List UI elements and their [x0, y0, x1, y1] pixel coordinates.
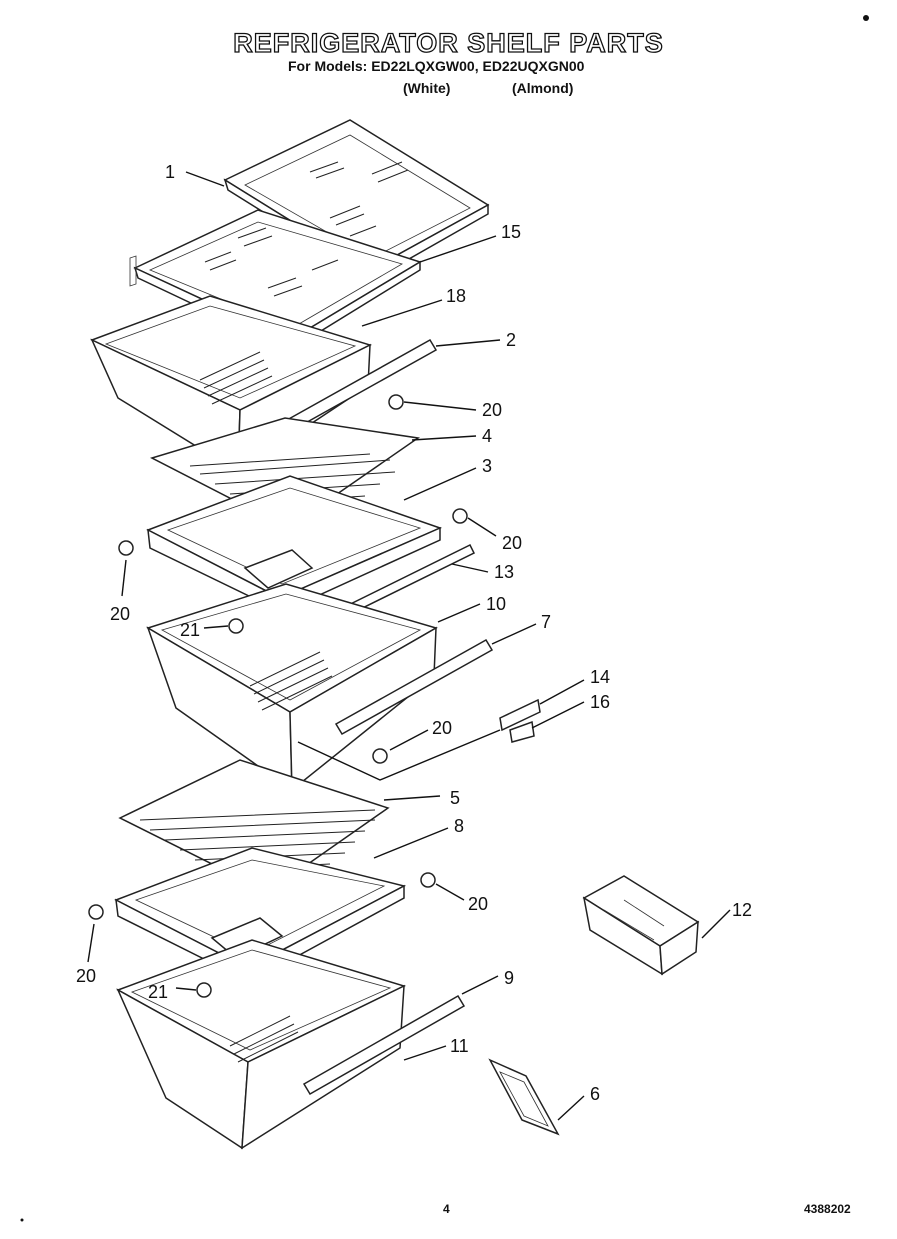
callout-20-d: 20 [432, 718, 452, 738]
part-12-bin [582, 875, 700, 976]
part-6-bracket [488, 1058, 560, 1136]
part-14-16-clips [297, 698, 541, 781]
callout-2: 2 [506, 330, 516, 350]
callout-14: 14 [590, 667, 610, 687]
callout-1: 1 [165, 162, 175, 182]
callout-13: 13 [494, 562, 514, 582]
callout-7: 7 [541, 612, 551, 632]
part-9-handle [302, 994, 466, 1096]
callout-21-a: 21 [180, 620, 200, 640]
callout-21-b: 21 [148, 982, 168, 1002]
scan-mark [20, 1218, 24, 1222]
part-7-handle [334, 638, 494, 736]
callout-6: 6 [590, 1084, 600, 1104]
callout-16: 16 [590, 692, 610, 712]
callout-20-c: 20 [110, 604, 130, 624]
models-label: For Models: ED22LQXGW00, ED22UQXGN00 [288, 58, 585, 74]
callout-11: 11 [450, 1036, 469, 1056]
callout-20-f: 20 [76, 966, 96, 986]
leader-lines [87, 171, 731, 1121]
page-number: 4 [443, 1202, 450, 1216]
callout-3: 3 [482, 456, 492, 476]
callout-20-a: 20 [482, 400, 502, 420]
callout-12: 12 [732, 900, 752, 920]
callout-4: 4 [482, 426, 492, 446]
callout-15: 15 [501, 222, 521, 242]
part-11-pan [116, 939, 407, 1150]
doc-number: 4388202 [804, 1202, 851, 1216]
variant-almond: (Almond) [512, 80, 574, 96]
callout-20-e: 20 [468, 894, 488, 914]
callout-9: 9 [504, 968, 514, 988]
callout-18: 18 [446, 286, 466, 306]
callout-labels: 1 15 18 2 20 4 3 20 13 20 10 21 7 14 16 … [76, 162, 752, 1104]
screws [88, 394, 468, 998]
callout-10: 10 [486, 594, 506, 614]
variant-white: (White) [403, 80, 451, 96]
part-10-pan [146, 583, 438, 792]
callout-20-b: 20 [502, 533, 522, 553]
page-title: REFRIGERATOR SHELF PARTS [233, 27, 664, 58]
callout-5: 5 [450, 788, 460, 808]
callout-8: 8 [454, 816, 464, 836]
scan-mark [863, 15, 869, 21]
